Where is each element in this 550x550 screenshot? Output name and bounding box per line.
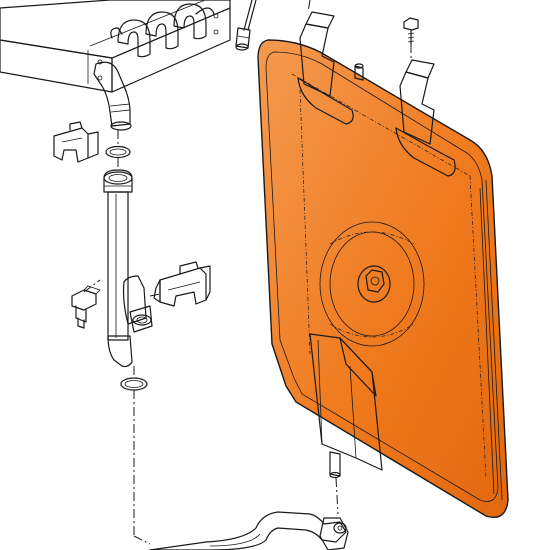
lower-clip bbox=[153, 261, 211, 307]
central-dome bbox=[319, 221, 425, 347]
sensor-cable bbox=[235, 0, 257, 51]
heat-exchanger-block bbox=[0, 0, 231, 93]
branch-fitting bbox=[122, 275, 153, 333]
upper-clip bbox=[53, 121, 99, 163]
lower-chute bbox=[309, 333, 383, 471]
elbow-pipe bbox=[93, 61, 132, 131]
vertical-pipe bbox=[103, 169, 133, 368]
upper-o-ring bbox=[105, 145, 131, 159]
mounting-bracket-right bbox=[395, 59, 456, 177]
top-nipple bbox=[354, 63, 364, 81]
screw-icon bbox=[403, 17, 419, 45]
bottom-outlet bbox=[329, 451, 341, 479]
flexible-hose bbox=[149, 511, 349, 550]
manifold-loops bbox=[110, 3, 215, 58]
mounting-bracket-left bbox=[297, 11, 354, 125]
lower-o-ring bbox=[120, 377, 148, 391]
pressure-sensor-icon bbox=[71, 285, 101, 329]
assembly-lines bbox=[83, 0, 412, 545]
